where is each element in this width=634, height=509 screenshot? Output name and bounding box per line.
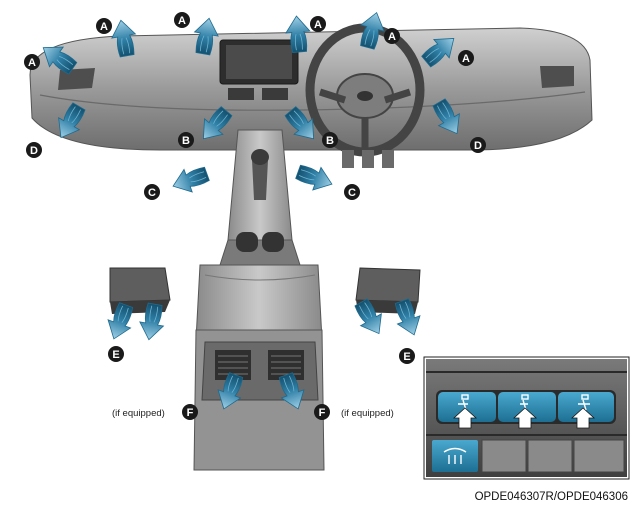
- position-marker: B: [322, 132, 338, 148]
- climate-control-panel: [423, 356, 630, 480]
- air-outlet-arrow-icon: [139, 302, 165, 341]
- windshield-defrost-icon: [443, 447, 467, 464]
- position-marker: A: [458, 50, 474, 66]
- position-marker: B: [178, 132, 194, 148]
- position-marker: C: [144, 184, 160, 200]
- defrost-button[interactable]: [432, 440, 478, 472]
- position-marker: E: [108, 346, 124, 362]
- air-outlet-arrow-icon: [203, 106, 233, 140]
- figure-code: OPDE046307R/OPDE046306: [475, 491, 628, 503]
- dashboard: [29, 23, 593, 168]
- position-marker: A: [96, 18, 112, 34]
- air-outlet-arrow-icon: [278, 372, 305, 410]
- panel-button-2[interactable]: [481, 439, 527, 473]
- panel-button-4[interactable]: [573, 439, 625, 473]
- air-outlet-arrow-icon: [354, 298, 382, 335]
- marker-label: B: [182, 135, 190, 147]
- press-indicator-arrows: [452, 407, 596, 429]
- right-side-vent: [540, 66, 574, 88]
- position-marker: A: [310, 16, 326, 32]
- center-vent-left: [228, 88, 254, 100]
- marker-label: B: [326, 135, 334, 147]
- position-marker: A: [384, 28, 400, 44]
- marker-label: C: [348, 187, 356, 199]
- marker-label: D: [30, 145, 38, 157]
- air-outlet-arrow-icon: [58, 102, 86, 139]
- marker-label: F: [319, 407, 326, 419]
- marker-label: E: [403, 351, 410, 363]
- air-outlet-arrow-icon: [295, 164, 333, 191]
- position-marker: D: [26, 142, 42, 158]
- air-outlet-arrow-icon: [285, 15, 311, 53]
- marker-label: F: [187, 407, 194, 419]
- air-outlet-arrow-icon: [360, 11, 385, 50]
- equipped-note-left: (if equipped): [112, 408, 165, 419]
- equipped-note-right: (if equipped): [341, 408, 394, 419]
- air-outlet-arrow-icon: [432, 98, 460, 135]
- marker-label: D: [474, 140, 482, 152]
- position-marker: A: [24, 54, 40, 70]
- position-marker: F: [314, 404, 330, 420]
- position-marker: F: [182, 404, 198, 420]
- center-vent-right: [262, 88, 288, 100]
- position-marker: E: [399, 348, 415, 364]
- air-outlet-arrow-icon: [193, 17, 219, 56]
- air-outlet-arrow-icon: [394, 298, 421, 336]
- position-marker: D: [470, 137, 486, 153]
- air-outlet-arrow-icon: [421, 38, 455, 68]
- air-outlet-arrow-icon: [217, 372, 244, 410]
- air-outlet-arrow-icon: [111, 19, 137, 58]
- air-outlet-arrow-icon: [284, 106, 314, 140]
- floor-defrost-icon: [578, 394, 590, 411]
- panel-button-3[interactable]: [527, 439, 573, 473]
- marker-label: A: [28, 57, 36, 69]
- position-markers: A A A A A A B B C C D D E E F F: [24, 12, 486, 420]
- air-outlet-arrow-icon: [42, 46, 78, 75]
- marker-label: E: [112, 349, 119, 361]
- airflow-arrows: [42, 11, 460, 410]
- position-marker: A: [174, 12, 190, 28]
- floor-button[interactable]: [498, 392, 556, 422]
- floor-defrost-button[interactable]: [558, 392, 614, 422]
- marker-label: A: [314, 19, 322, 31]
- marker-label: A: [100, 21, 108, 33]
- marker-label: A: [178, 15, 186, 27]
- position-marker: C: [344, 184, 360, 200]
- marker-label: A: [462, 53, 470, 65]
- marker-label: C: [148, 187, 156, 199]
- marker-label: A: [388, 31, 396, 43]
- air-outlet-arrow-icon: [172, 166, 210, 193]
- air-outlet-arrow-icon: [107, 302, 134, 340]
